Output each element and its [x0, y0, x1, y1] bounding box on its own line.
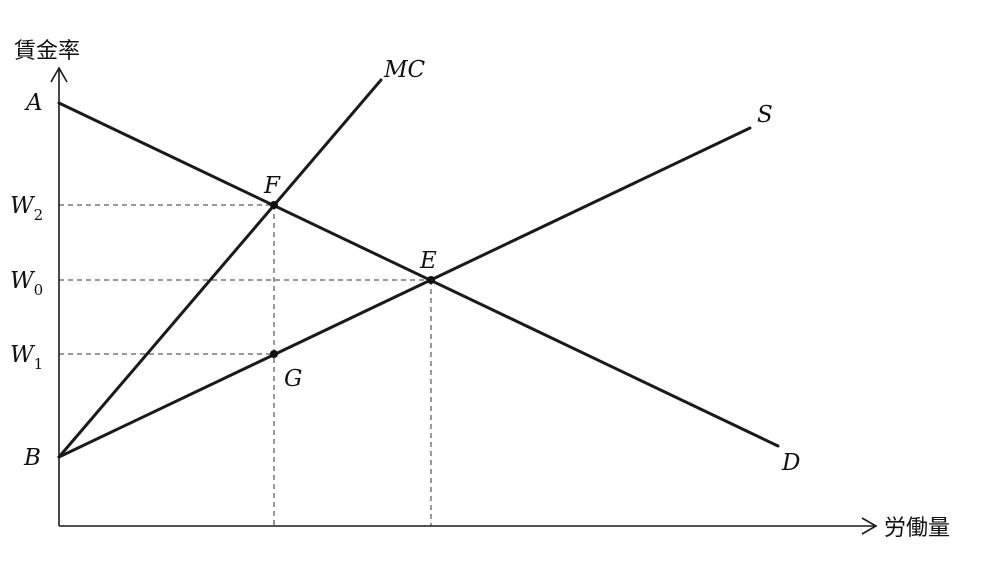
label-w2: W2 — [10, 193, 43, 224]
label-w1-main: W — [10, 342, 36, 368]
label-mc: MC — [383, 57, 426, 83]
label-g: G — [284, 366, 302, 392]
point-e-dot — [427, 276, 435, 284]
label-b: B — [23, 445, 41, 471]
label-w0-sub: 0 — [34, 281, 44, 299]
x-axis-arrow — [861, 517, 878, 535]
marginal-cost-curve-mc — [57, 78, 383, 459]
label-s: S — [757, 102, 773, 128]
label-f: F — [263, 173, 281, 199]
point-f-dot — [270, 201, 278, 209]
x-axis-title: 労働量 — [884, 516, 950, 541]
y-axis-arrow — [50, 66, 68, 83]
label-w2-sub: 2 — [34, 206, 44, 224]
label-w1-sub: 1 — [34, 355, 44, 373]
supply-curve-s — [57, 126, 752, 459]
label-a: A — [24, 90, 43, 116]
y-axis-title: 賃金率 — [14, 39, 80, 64]
label-w0-main: W — [10, 268, 36, 294]
label-w1: W1 — [10, 342, 43, 373]
label-w0: W0 — [10, 268, 43, 299]
label-w2-main: W — [10, 193, 36, 219]
label-d: D — [781, 450, 800, 476]
demand-curve-d — [57, 101, 780, 448]
label-e: E — [419, 248, 437, 274]
point-g-dot — [270, 350, 278, 358]
